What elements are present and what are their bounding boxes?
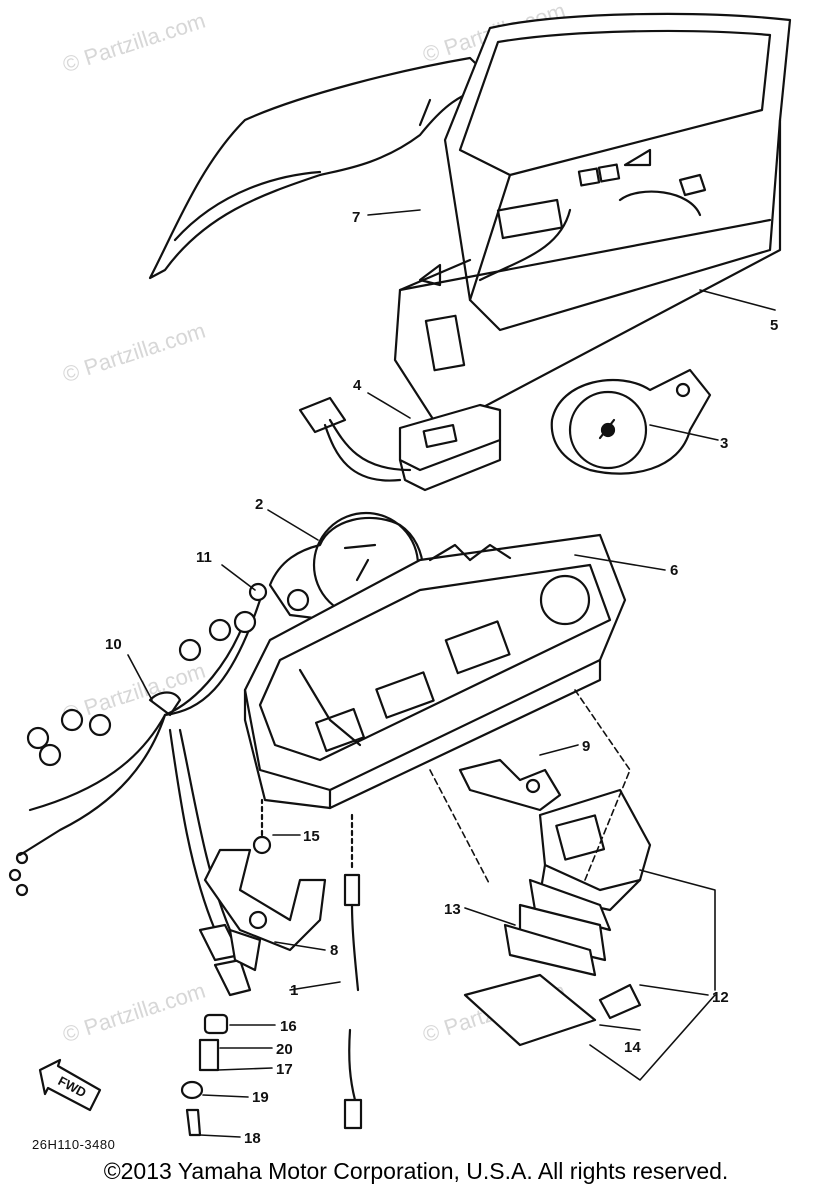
part-16-20-fasteners — [180, 1013, 229, 1137]
callout-17: 17 — [276, 1061, 293, 1078]
part-8-bracket — [203, 848, 327, 952]
callout-3: 3 — [720, 435, 729, 452]
callout-7: 7 — [352, 209, 361, 226]
callout-12: 12 — [712, 989, 729, 1006]
callout-5: 5 — [770, 317, 779, 334]
callout-11: 11 — [196, 549, 212, 566]
exploded-parts-diagram: FWD — [8, 12, 792, 1138]
callout-6: 6 — [670, 562, 679, 579]
callout-19: 19 — [252, 1089, 269, 1106]
part-1-speedometer-cable — [343, 813, 363, 1130]
callout-18: 18 — [244, 1130, 261, 1147]
callout-13: 13 — [444, 901, 461, 918]
callout-8: 8 — [330, 942, 339, 959]
copyright-notice: ©2013 Yamaha Motor Corporation, U.S.A. A… — [103, 1158, 729, 1184]
part-10-wire-harness — [8, 582, 268, 997]
callout-1: 1 — [290, 982, 299, 999]
callout-14: 14 — [624, 1039, 641, 1056]
callout-16: 16 — [280, 1018, 297, 1035]
callout-2: 2 — [255, 496, 264, 513]
diagram-code: 26H110-3480 — [32, 1137, 116, 1152]
part-12-indicator-unit — [463, 788, 652, 1047]
part-6-meter-case — [243, 533, 627, 810]
part-9-bracket — [458, 758, 562, 812]
callout-10: 10 — [105, 636, 122, 653]
callout-15: 15 — [303, 828, 320, 845]
part-5-meter-cover — [393, 12, 792, 432]
part-15-screw — [252, 798, 272, 855]
part-7-visor — [148, 56, 500, 280]
callout-20: 20 — [276, 1041, 293, 1058]
callout-4: 4 — [353, 377, 362, 394]
fwd-arrow: FWD — [38, 1058, 102, 1112]
leader-lines — [127, 209, 776, 1138]
part-3-gauge — [550, 368, 712, 475]
part-4-display-unit — [298, 396, 502, 492]
callout-9: 9 — [582, 738, 591, 755]
